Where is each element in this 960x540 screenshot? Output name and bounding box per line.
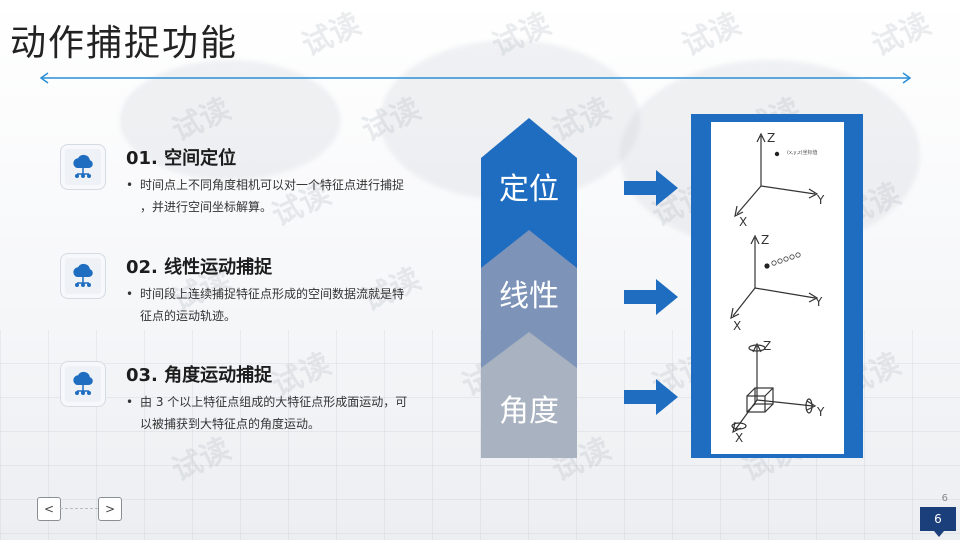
feature-spatial-positioning: 01. 空间定位 • 时间点上不同角度相机可以对一个特征点进行捕捉 ，并进行空间…: [60, 144, 430, 224]
description-line: 由 3 个以上特征点组成的大特征点形成面运动，可: [140, 395, 408, 409]
nav-divider: [60, 508, 98, 509]
feature-title: 03. 角度运动捕捉: [126, 365, 273, 386]
axis-label-x: X: [733, 319, 741, 333]
slide-title: 动作捕捉功能: [10, 23, 239, 64]
chevron-angle: [481, 322, 577, 458]
chevron-label-linear: 线性: [499, 279, 559, 314]
chevron-right-icon: >: [104, 502, 116, 516]
chevron-label-angle: 角度: [499, 394, 559, 429]
feature-description: • 时间段上连续捕捉特征点形成的空间数据流就是特 征点的运动轨迹。: [126, 283, 426, 327]
chevron-label-position: 定位: [499, 172, 559, 207]
description-line: 征点的运动轨迹。: [140, 309, 237, 323]
page-number-badge: 6: [920, 507, 956, 537]
feature-title: 01. 空间定位: [126, 148, 237, 169]
description-line: 时间点上不同角度相机可以对一个特征点进行捕捉: [140, 178, 405, 192]
bullet-dot: •: [126, 287, 134, 301]
axis-label-y: Y: [814, 295, 823, 309]
feature-description: • 时间点上不同角度相机可以对一个特征点进行捕捉 ，并进行空间坐标解算。: [126, 174, 426, 218]
axis-label-x: X: [735, 431, 743, 445]
axis-label-y: Y: [816, 405, 825, 419]
axis-diagram-angle: Z Y X: [731, 339, 825, 445]
feature-linear-motion-capture: 02. 线性运动捕捉 • 时间段上连续捕捉特征点形成的空间数据流就是特 征点的运…: [60, 253, 430, 333]
cloud-network-icon: [60, 253, 106, 299]
chevron-left-icon: <: [43, 502, 55, 516]
axis-label-z: Z: [763, 339, 771, 353]
axis-label-z: Z: [767, 131, 775, 145]
right-arrow-icon: [624, 170, 678, 206]
chevron-stack: [481, 118, 577, 458]
cloud-network-icon: [60, 144, 106, 190]
title-divider-arrow: [39, 72, 912, 84]
chevron-linear: [481, 224, 577, 368]
axis-diagram-point: Z Y X (x,y,z)坐标值: [734, 131, 825, 229]
watermark: 试读: [866, 6, 937, 64]
feature-title: 02. 线性运动捕捉: [126, 257, 273, 278]
coordinate-note: (x,y,z)坐标值: [787, 149, 818, 156]
description-line: ，并进行空间坐标解算。: [140, 200, 273, 214]
feature-angular-motion-capture: 03. 角度运动捕捉 • 由 3 个以上特征点组成的大特征点形成面运动，可 以被…: [60, 361, 430, 441]
watermark: 试读: [296, 6, 367, 64]
right-arrow-icon: [624, 279, 678, 315]
description-line: 以被捕获到大特征点的角度运动。: [140, 417, 321, 431]
bullet-dot: •: [126, 395, 134, 409]
cloud-network-icon: [60, 361, 106, 407]
background-map-shape: [120, 60, 340, 180]
bullet-dot: •: [126, 178, 134, 192]
prev-slide-button[interactable]: <: [37, 497, 61, 521]
axis-label-y: Y: [816, 193, 825, 207]
right-arrow-icon: [624, 379, 678, 415]
axis-diagram-linear: Z Y X: [730, 233, 823, 333]
feature-description: • 由 3 个以上特征点组成的大特征点形成面运动，可 以被捕获到大特征点的角度运…: [126, 391, 426, 435]
axis-label-x: X: [739, 215, 747, 229]
axis-label-z: Z: [761, 233, 769, 247]
description-line: 时间段上连续捕捉特征点形成的空间数据流就是特: [140, 287, 405, 301]
chevron-position: [481, 118, 577, 268]
diagram-panel: [711, 122, 844, 454]
next-slide-button[interactable]: >: [98, 497, 122, 521]
page-number-small: 6: [941, 493, 948, 504]
watermark: 试读: [676, 6, 747, 64]
